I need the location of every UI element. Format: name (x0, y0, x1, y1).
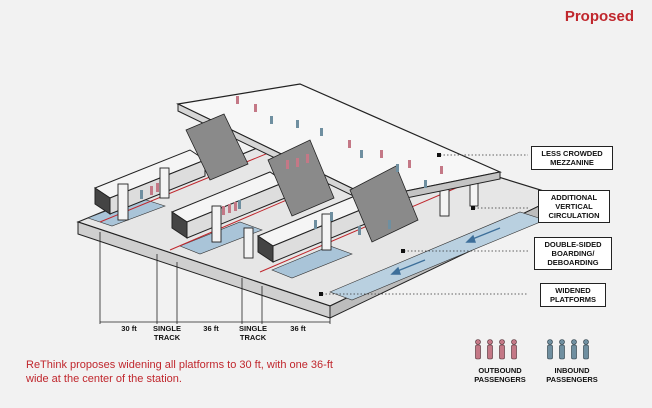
caption: ReThink proposes widening all platforms … (26, 359, 333, 385)
inbound-passengers-icon (547, 339, 589, 360)
callout-additional-vertical-circulation: ADDITIONAL VERTICAL CIRCULATION (538, 190, 610, 223)
callout-less-crowded-mezzanine: LESS CROWDED MEZZANINE (531, 146, 613, 170)
platform-edge-line (259, 181, 471, 273)
callout-double-sided-boarding: DOUBLE-SIDED BOARDING/ DEBOARDING (534, 237, 612, 270)
callout-widened-platforms: WIDENED PLATFORMS (540, 283, 606, 307)
proposed-title: Proposed (564, 8, 634, 25)
inbound-passenger-figures (140, 116, 427, 235)
outbound-passengers-icon (475, 339, 517, 360)
escalators (185, 113, 419, 243)
outbound-passenger-figures (150, 96, 443, 215)
track-direction-arrows (390, 227, 501, 275)
callout-leaders (322, 154, 528, 295)
dimension-36ft-1: 36 ft (203, 324, 219, 333)
dimension-single-track-1: SINGLE TRACK (153, 324, 181, 342)
callout-dots (319, 153, 475, 296)
legend-outbound-label: OUTBOUND PASSENGERS (474, 366, 526, 384)
dimension-36ft-2: 36 ft (290, 324, 306, 333)
dimension-30ft: 30 ft (121, 324, 137, 333)
columns (117, 167, 479, 259)
legend-inbound-label: INBOUND PASSENGERS (546, 366, 598, 384)
dimension-lines (99, 232, 331, 324)
dimension-single-track-2: SINGLE TRACK (239, 324, 267, 342)
track-bed-3 (271, 245, 353, 279)
